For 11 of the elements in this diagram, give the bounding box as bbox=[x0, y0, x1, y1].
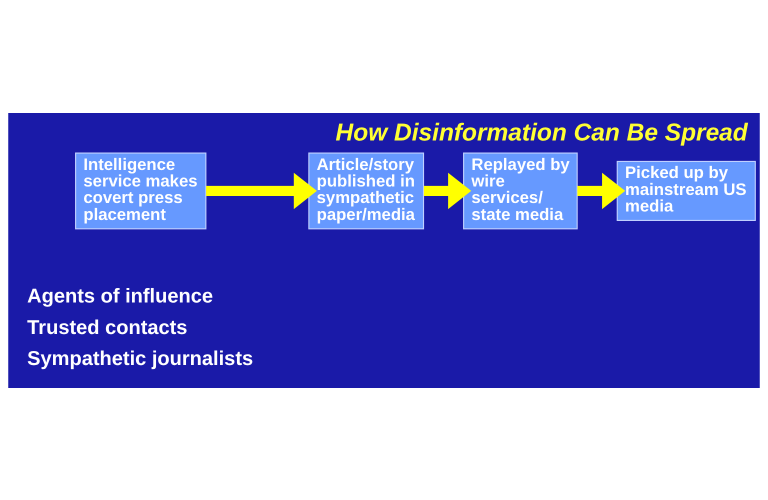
label: Sympathetic journalists bbox=[27, 348, 254, 370]
node-box: Article/story published in sympathetic paper/media bbox=[308, 152, 424, 229]
node-box: Intelligence service makes covert press placement bbox=[75, 152, 206, 229]
diagram-title: How Disinformation Can Be Spread bbox=[336, 118, 748, 146]
arrow bbox=[206, 172, 317, 209]
label: Agents of influence bbox=[27, 285, 214, 308]
node-box: Replayed by wire services/ state media bbox=[463, 152, 578, 229]
arrow bbox=[577, 172, 626, 209]
label: Trusted contacts bbox=[27, 316, 188, 338]
arrow bbox=[424, 172, 472, 209]
node-box: Picked up by mainstream US media bbox=[616, 160, 756, 220]
